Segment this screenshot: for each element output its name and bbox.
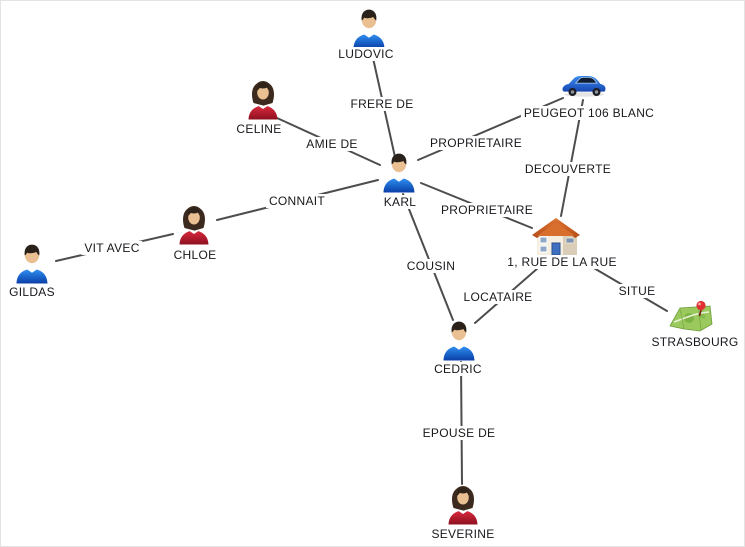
node-label-chloe[interactable]: CHLOE — [170, 248, 220, 262]
node-label-peugeot[interactable]: PEUGEOT 106 BLANC — [520, 106, 658, 120]
person-male-icon — [443, 321, 475, 361]
node-celine[interactable] — [243, 78, 283, 120]
person-male-icon — [353, 9, 385, 49]
node-gildas[interactable] — [12, 242, 52, 284]
node-label-strasbourg[interactable]: STRASBOURG — [648, 335, 742, 349]
edge-label-decouverte[interactable]: DECOUVERTE — [521, 162, 615, 176]
edge-label-amie-de[interactable]: AMIE DE — [303, 137, 361, 151]
edge-label-vit-avec[interactable]: VIT AVEC — [81, 241, 143, 255]
edge-label-proprietaire-house[interactable]: PROPRIETAIRE — [437, 203, 537, 217]
edge-label-cousin[interactable]: COUSIN — [403, 259, 459, 273]
map-pin-icon — [669, 300, 713, 332]
person-female-icon — [248, 81, 278, 120]
node-label-karl[interactable]: KARL — [380, 195, 420, 209]
node-label-severine[interactable]: SEVERINE — [428, 527, 498, 541]
edge-label-situe[interactable]: SITUE — [615, 284, 659, 298]
node-label-gildas[interactable]: GILDAS — [6, 285, 58, 299]
node-severine[interactable] — [443, 483, 483, 525]
node-peugeot[interactable] — [560, 69, 608, 99]
node-label-cedric[interactable]: CEDRIC — [431, 362, 485, 376]
node-label-ludovic[interactable]: LUDOVIC — [335, 47, 397, 61]
node-strasbourg[interactable] — [667, 299, 715, 335]
node-cedric[interactable] — [439, 319, 479, 361]
edge-label-proprietaire-car[interactable]: PROPRIETAIRE — [426, 136, 526, 150]
node-house[interactable] — [530, 215, 582, 257]
person-female-icon — [179, 206, 209, 245]
house-icon — [532, 218, 580, 256]
node-label-house[interactable]: 1, RUE DE LA RUE — [504, 255, 620, 269]
edge-label-epouse-de[interactable]: EPOUSE DE — [419, 426, 499, 440]
edge-epouse-de[interactable] — [460, 361, 463, 485]
node-label-celine[interactable]: CELINE — [233, 122, 285, 136]
car-icon — [562, 76, 606, 97]
edge-label-locataire[interactable]: LOCATAIRE — [460, 290, 536, 304]
edge-cousin[interactable] — [402, 193, 454, 321]
node-karl[interactable] — [379, 151, 419, 193]
person-male-icon — [16, 244, 48, 284]
edge-label-connait[interactable]: CONNAIT — [265, 194, 329, 208]
person-female-icon — [448, 486, 478, 525]
node-chloe[interactable] — [174, 203, 214, 245]
person-male-icon — [383, 153, 415, 193]
node-ludovic[interactable] — [349, 7, 389, 49]
edge-label-frere-de[interactable]: FRERE DE — [347, 97, 417, 111]
